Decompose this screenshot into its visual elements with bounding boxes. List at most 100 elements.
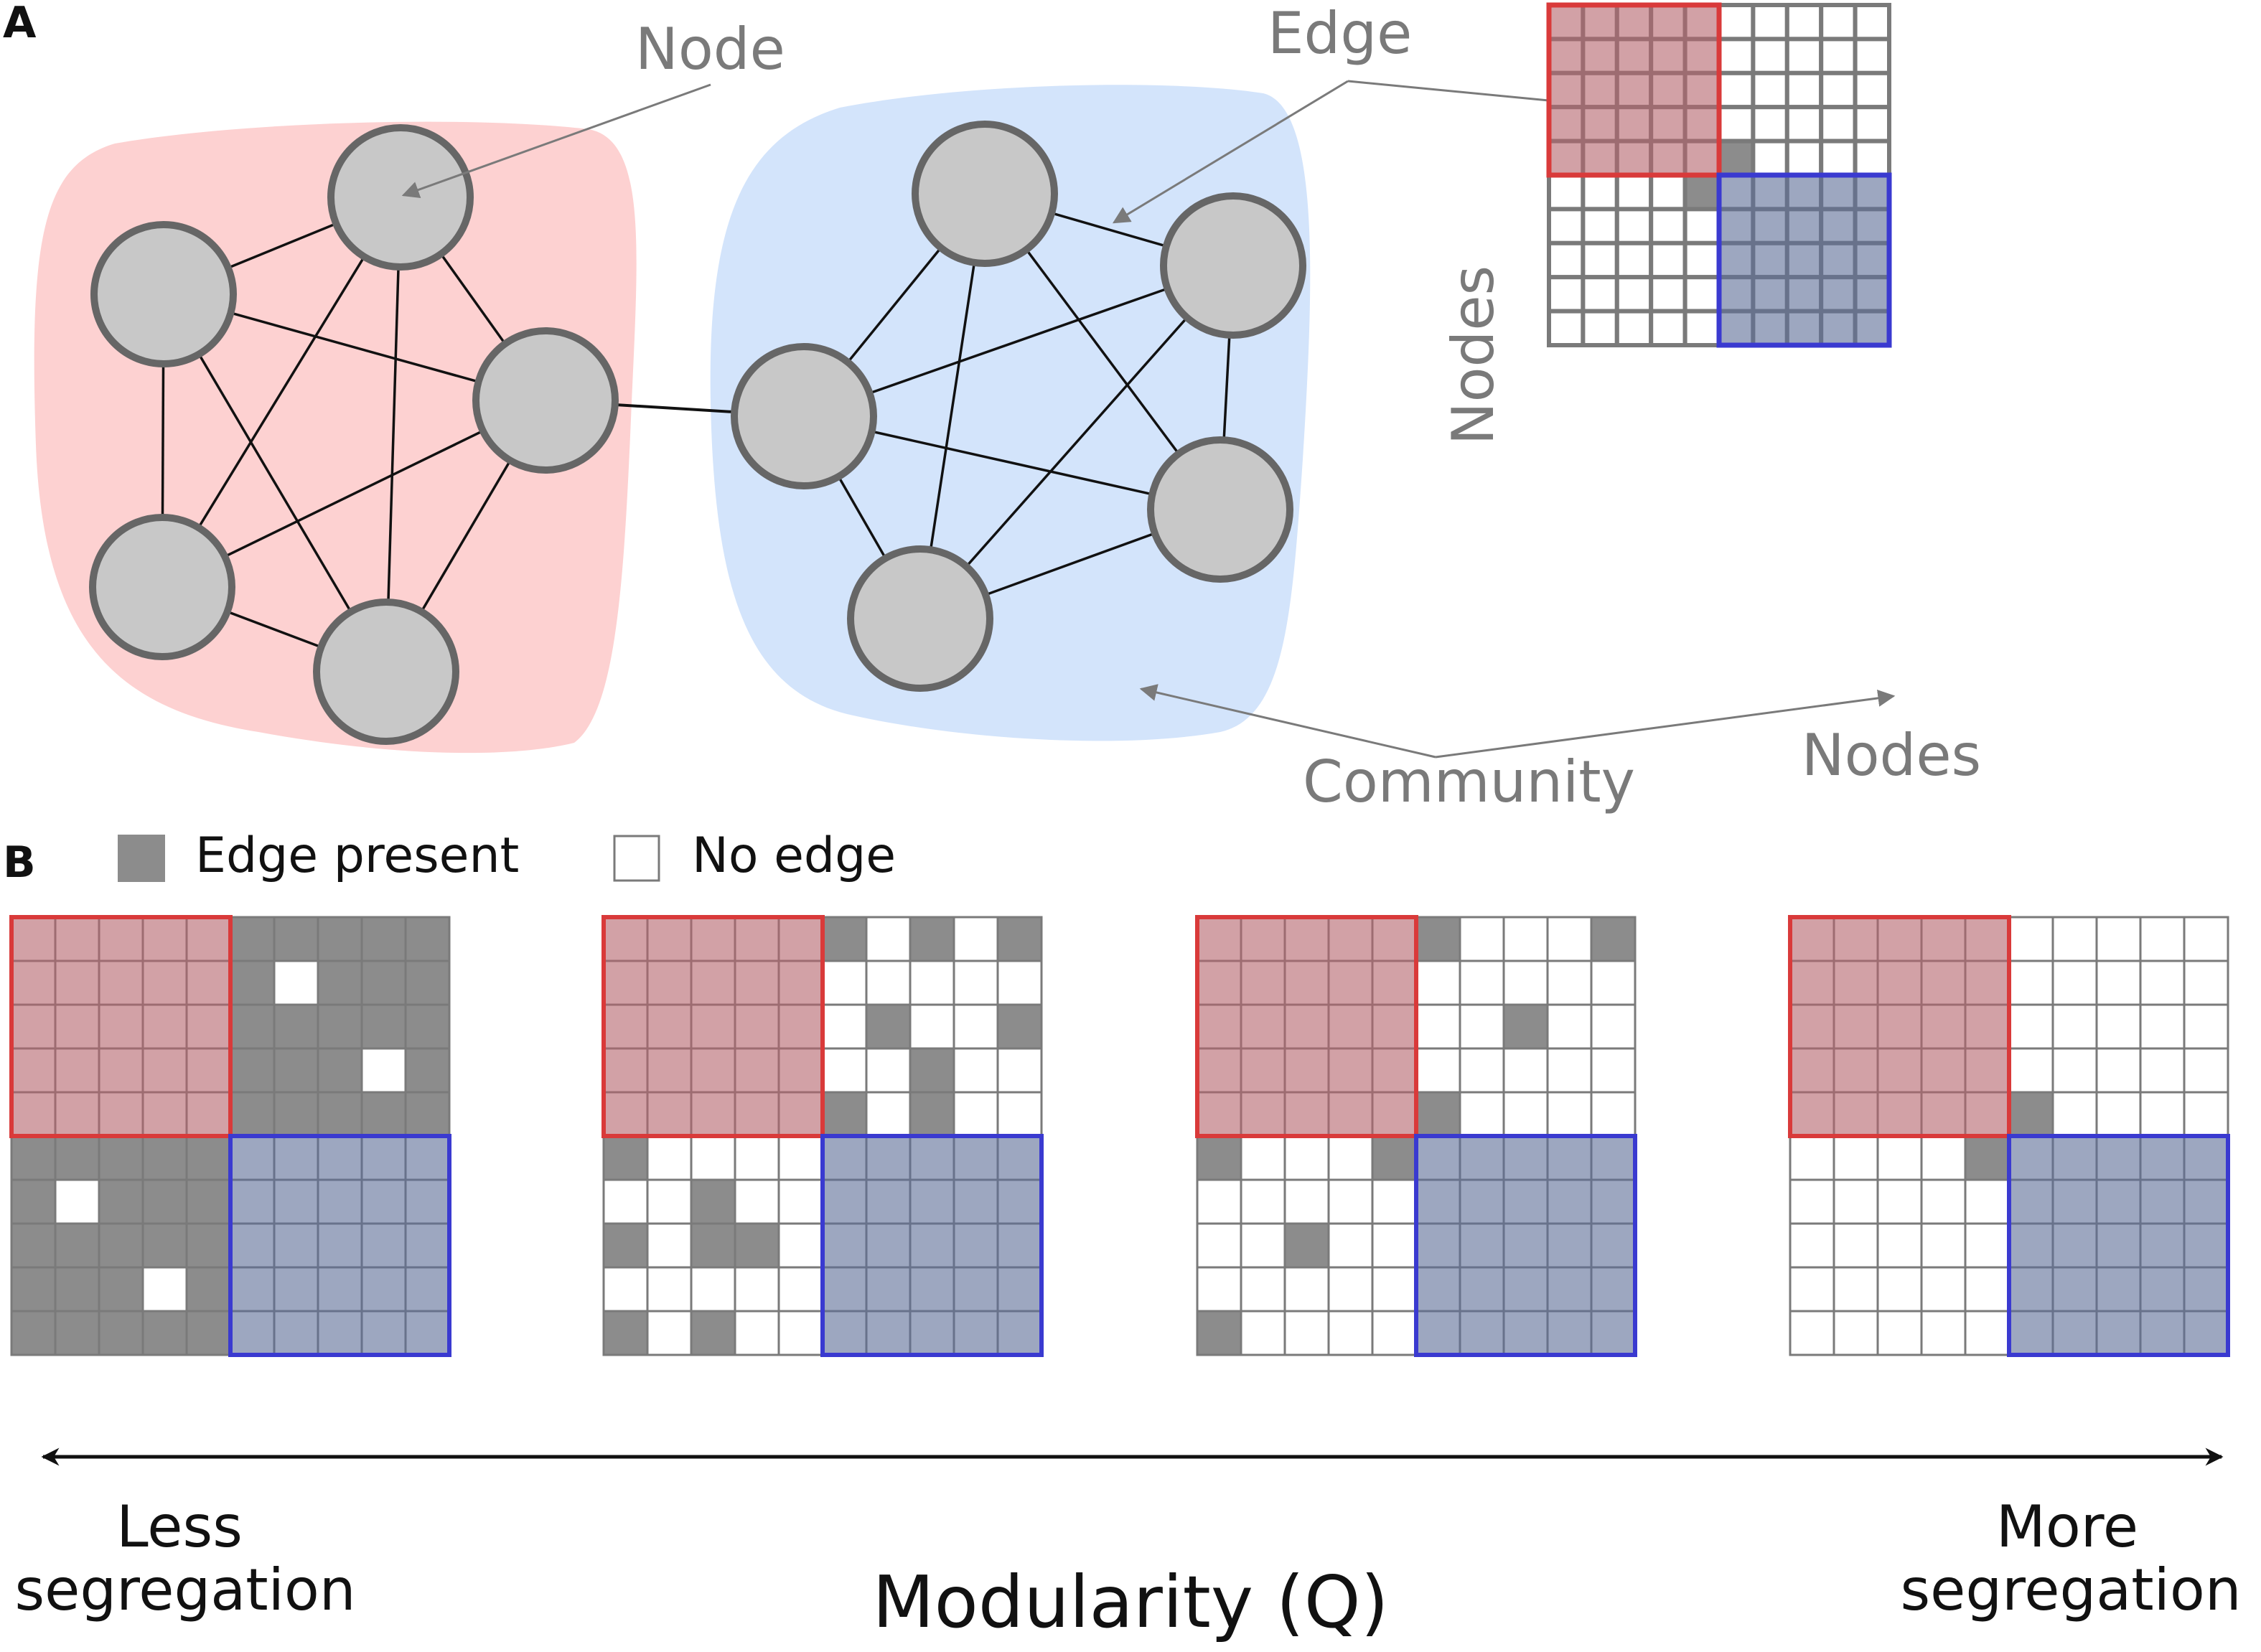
matrix-b-2-cell-3-8 [952, 1047, 999, 1094]
matrix-a-cell-9-2 [1614, 309, 1654, 348]
matrix-a-cell-7-1 [1581, 240, 1619, 280]
matrix-b-2-cell-6-2 [690, 1178, 736, 1225]
matrix-a-cell-0-5 [1717, 3, 1756, 42]
matrix-b-4-cell-8-3 [1920, 1266, 1967, 1313]
matrix-b-1-cell-0-9 [404, 916, 451, 962]
matrix-y-axis-label: Nodes [1440, 266, 1507, 445]
matrix-b-3-cell-2-8 [1546, 1003, 1593, 1050]
matrix-b-1-cell-9-0 [10, 1310, 57, 1356]
matrix-a-cell-4-7 [1784, 139, 1824, 178]
matrix-b-1-cell-6-1 [54, 1178, 100, 1225]
matrix-a-cell-7-4 [1682, 240, 1722, 280]
matrix-b-1-cell-3-5 [229, 1047, 276, 1094]
matrix-b-2-cell-0-8 [952, 916, 999, 962]
matrix-b-3-cell-0-5 [1415, 916, 1461, 962]
matrix-b-1-cell-7-3 [141, 1222, 188, 1269]
matrix-b-4-cell-7-1 [1832, 1222, 1879, 1269]
matrix-b-3-cell-4-8 [1546, 1091, 1593, 1137]
matrix-b-4-cell-3-8 [2139, 1047, 2186, 1094]
matrix-a-cell-2-6 [1751, 70, 1789, 110]
matrix-b-4-cell-2-6 [2051, 1003, 2098, 1050]
matrix-b-3-cell-8-4 [1371, 1266, 1418, 1313]
matrix-b-4-cell-3-9 [2183, 1047, 2229, 1094]
matrix-b-1-cell-4-8 [360, 1091, 407, 1137]
matrix-b-1-cell-8-1 [54, 1266, 100, 1313]
matrix-a-cell-5-3 [1649, 173, 1687, 212]
matrix-b-3-cell-2-6 [1459, 1003, 1505, 1050]
matrix-a-cell-9-3 [1649, 309, 1687, 348]
matrix-b-3-cell-1-6 [1459, 959, 1505, 1006]
matrix-b-2-cell-9-2 [690, 1310, 736, 1356]
less-segregation-line1: Less [116, 1493, 243, 1560]
matrix-a-cell-6-0 [1547, 207, 1586, 245]
matrix-b-3-cell-2-9 [1590, 1003, 1637, 1050]
red-node-1 [90, 221, 237, 367]
matrix-b-3-cell-3-5 [1415, 1047, 1461, 1094]
matrix-b-1 [9, 915, 451, 1357]
matrix-b-3-cell-5-3 [1327, 1135, 1374, 1181]
matrix-a-cell-7-0 [1547, 240, 1586, 280]
matrix-b-1-cell-2-6 [273, 1003, 319, 1050]
matrix-b-2-cell-0-6 [865, 916, 912, 962]
matrix-a-cell-2-8 [1819, 70, 1858, 110]
matrix-a-cell-3-8 [1819, 105, 1858, 144]
matrix-b-4 [1788, 915, 2230, 1357]
matrix-b-3-cell-7-2 [1283, 1222, 1330, 1269]
matrix-a-cell-9-0 [1547, 309, 1586, 348]
matrix-b-2-cell-4-6 [865, 1091, 912, 1137]
matrix-b-2-cell-7-1 [646, 1222, 693, 1269]
panel-a-label: A [3, 0, 37, 48]
matrix-b-2 [601, 915, 1044, 1357]
matrix-b-4-blue-block [2007, 1134, 2230, 1357]
matrix-b-1-cell-7-0 [10, 1222, 57, 1269]
matrix-b-1-cell-6-2 [98, 1178, 144, 1225]
matrix-b-2-cell-0-7 [909, 916, 955, 962]
matrix-b-4-cell-6-3 [1920, 1178, 1967, 1225]
matrix-b-1-cell-4-9 [404, 1091, 451, 1137]
legend-label-edge-present: Edge present [195, 827, 519, 884]
matrix-b-4-cell-8-2 [1876, 1266, 1923, 1313]
matrix-b-4-cell-0-9 [2183, 916, 2229, 962]
more-segregation-line1: More [1996, 1493, 2138, 1560]
matrix-b-2-cell-6-0 [602, 1178, 649, 1225]
matrix-b-1-cell-6-4 [185, 1178, 232, 1225]
matrix-b-1-cell-3-7 [317, 1047, 363, 1094]
red-node-2 [472, 327, 619, 474]
matrix-a-cell-4-9 [1853, 139, 1892, 178]
matrix-b-3-cell-7-4 [1371, 1222, 1418, 1269]
matrix-b-1-cell-6-0 [10, 1178, 57, 1225]
matrix-a-cell-1-8 [1819, 37, 1858, 75]
matrix-b-3-cell-9-3 [1327, 1310, 1374, 1356]
matrix-a-cell-8-4 [1682, 275, 1722, 314]
matrix-b-3-cell-5-1 [1240, 1135, 1286, 1181]
matrix-a-cell-1-5 [1717, 37, 1756, 75]
matrix-b-2-cell-2-9 [996, 1003, 1043, 1050]
matrix-b-3-cell-4-7 [1502, 1091, 1549, 1137]
less-segregation-line2: segregation [14, 1557, 355, 1623]
matrix-b-1-cell-9-2 [98, 1310, 144, 1356]
matrix-b-2-cell-8-3 [734, 1266, 780, 1313]
matrix-b-4-cell-9-2 [1876, 1310, 1923, 1356]
matrix-b-2-cell-1-7 [909, 959, 955, 1006]
community-annotation: Community [1303, 748, 1635, 815]
matrix-b-4-cell-2-7 [2095, 1003, 2142, 1050]
matrix-b-2-cell-2-8 [952, 1003, 999, 1050]
blue-edge-4 [803, 264, 1234, 418]
matrix-b-1-cell-5-4 [185, 1135, 232, 1181]
matrix-b-4-red-block [1788, 915, 2011, 1138]
matrix-a-cell-4-5 [1717, 139, 1756, 178]
matrix-x-axis-label: Nodes [1802, 722, 1981, 789]
matrix-b-4-cell-8-1 [1832, 1266, 1879, 1313]
matrix-a-cell-8-1 [1581, 275, 1619, 314]
matrix-b-3-cell-9-4 [1371, 1310, 1418, 1356]
matrix-b-4-cell-6-2 [1876, 1178, 1923, 1225]
matrix-a-cell-2-5 [1717, 70, 1756, 110]
red-node-3 [89, 514, 235, 660]
matrix-b-4-cell-4-7 [2095, 1091, 2142, 1137]
matrix-b-2-cell-8-1 [646, 1266, 693, 1313]
matrix-b-2-cell-1-6 [865, 959, 912, 1006]
matrix-b-3-cell-6-0 [1196, 1178, 1242, 1225]
matrix-b-2-cell-4-7 [909, 1091, 955, 1137]
matrix-a-cell-2-9 [1853, 70, 1892, 110]
